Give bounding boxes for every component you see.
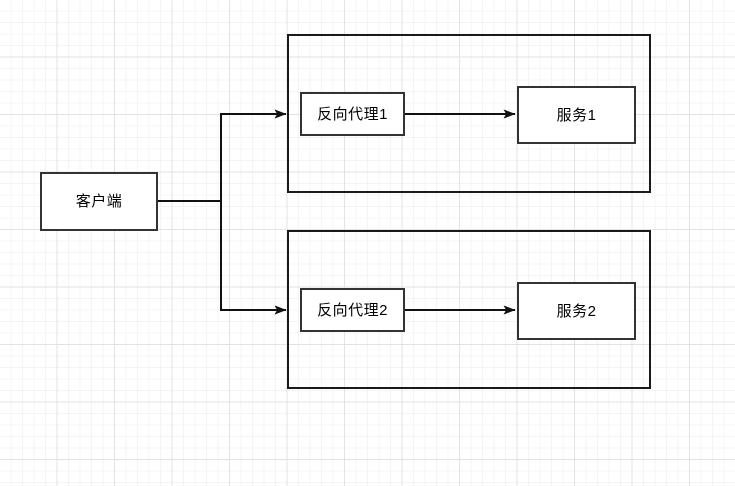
node-reverse-proxy-2-label: 反向代理2 bbox=[317, 301, 388, 319]
node-service-1[interactable]: 服务1 bbox=[517, 86, 636, 144]
node-service-2-label: 服务2 bbox=[556, 302, 597, 320]
node-client[interactable]: 客户端 bbox=[40, 172, 158, 231]
edge-client-to-proxy2 bbox=[220, 201, 287, 315]
node-service-1-label: 服务1 bbox=[556, 106, 597, 124]
group-container-bottom bbox=[287, 230, 651, 389]
node-service-2[interactable]: 服务2 bbox=[517, 282, 636, 340]
node-client-label: 客户端 bbox=[75, 193, 123, 210]
node-reverse-proxy-1[interactable]: 反向代理1 bbox=[300, 92, 405, 136]
node-reverse-proxy-1-label: 反向代理1 bbox=[317, 105, 388, 123]
node-reverse-proxy-2[interactable]: 反向代理2 bbox=[300, 288, 405, 332]
edge-client-to-proxy1 bbox=[220, 109, 287, 201]
group-container-top bbox=[287, 34, 651, 193]
